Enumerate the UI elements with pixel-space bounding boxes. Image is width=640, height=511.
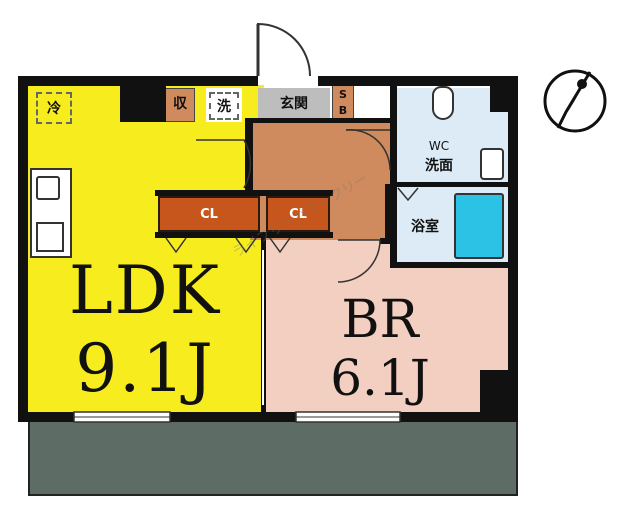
closet-br-label: CL [289,206,307,222]
closet-ldk: CL [158,196,260,232]
fridge-label: 冷 [47,101,61,117]
wall-left [18,76,28,422]
shoebox-label-s: S [339,87,347,101]
bath-door-marks [397,187,419,202]
washer-label: 洗 [217,99,231,115]
wall-br-top-right [380,238,396,244]
wall-top-right [318,76,518,86]
washbasin-icon [480,148,504,180]
wall-bath-bottom [390,262,510,268]
toilet-icon [432,86,454,120]
genkan-floor [258,88,330,120]
wall-entrance-top [245,118,393,123]
entrance-door-swing [257,22,311,77]
wall-pillar-right-top [490,76,518,112]
bathtub [454,193,504,259]
wc-label: WC [428,139,450,153]
entrance-label: 玄関 [280,96,308,112]
storage-label: 収 [173,96,187,112]
closet-ldk-label: CL [200,206,218,222]
br-name: BR [341,290,419,350]
wall-closet-band [155,190,333,196]
sink-icon [36,176,60,200]
wall-entrance-right [385,184,391,240]
shoebox-label-b: B [338,103,348,117]
wall-pillar-right-bottom [480,370,518,422]
wall-kitchen-stub [120,76,166,122]
wall-right [508,76,518,422]
washer-box [209,92,239,120]
br-size: 6.1J [330,349,430,407]
closet-br: CL [266,196,330,232]
ldk-name: LDK [68,252,222,329]
wall-closet-bottom [155,232,333,238]
ldk-size: 9.1J [75,330,215,407]
bath-label: 浴室 [411,219,439,235]
closet-door-marks [165,237,291,254]
wall-bottom [18,412,518,422]
north-compass-icon [543,69,607,133]
wall-wc-left [390,84,397,264]
fridge-space [36,92,72,124]
storage-floor [165,88,195,122]
stove-icon [36,222,64,252]
ldk-door-swing [196,139,252,189]
br-floor [264,240,514,417]
wall-wc-bath [396,182,508,187]
washroom-label: 洗面 [425,158,453,174]
br-door-swing [337,239,381,283]
